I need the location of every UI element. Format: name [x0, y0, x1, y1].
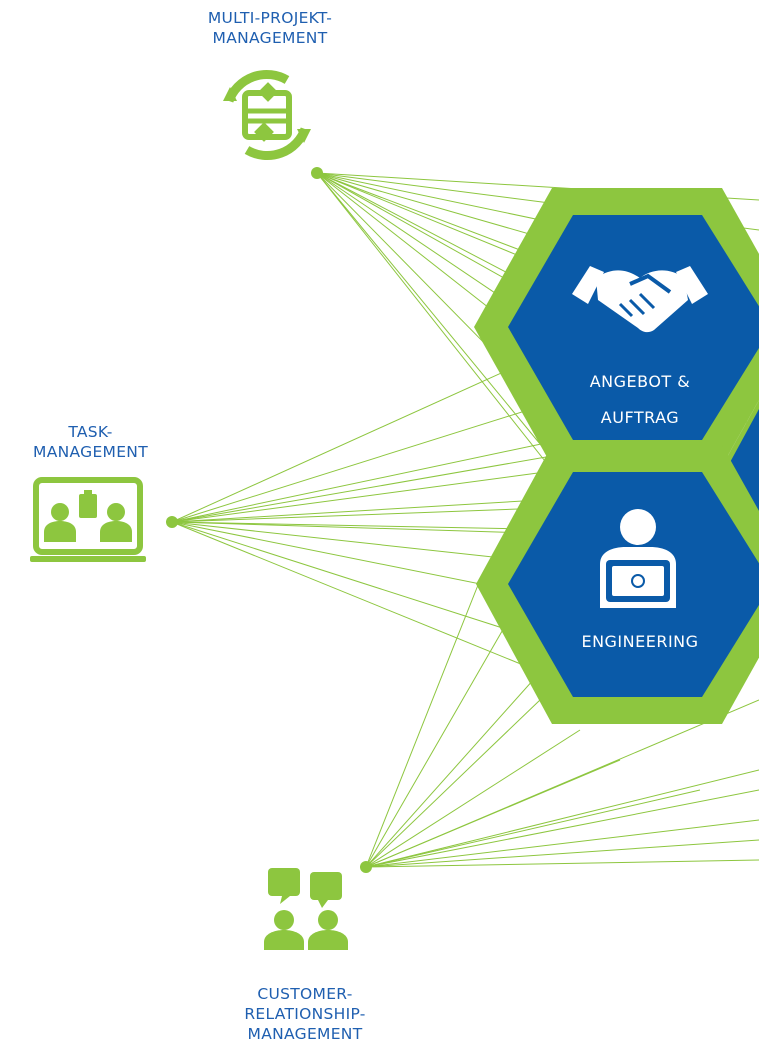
connector-line: [171, 359, 531, 523]
connector-line: [365, 699, 541, 868]
connector-line: [365, 789, 759, 868]
connector-line: [365, 599, 521, 868]
connector-line: [171, 469, 561, 523]
hexagon-angebot: [474, 188, 759, 466]
connector-line: [365, 729, 581, 868]
label-crm-line-3: MANAGEMENT: [247, 1025, 363, 1043]
connector-line: [365, 859, 759, 868]
connector-line: [365, 789, 701, 868]
connector-line: [365, 579, 481, 868]
label-crm: CUSTOMER- RELATIONSHIP- MANAGEMENT: [200, 984, 410, 1044]
connector-line: [365, 839, 759, 868]
connector-line: [316, 172, 541, 291]
hexagon-right-fill: [728, 409, 759, 523]
hexagon-angebot-label-line-2: AUFTRAG: [600, 408, 680, 427]
hexagon-engineering-label: ENGINEERING: [540, 624, 740, 660]
team-board-icon: [30, 477, 146, 562]
label-multi-projekt-line-1: MULTI-PROJEKT-: [207, 9, 333, 27]
hub-dot-multi-projekt: [311, 167, 323, 179]
engineer-laptop-icon: [600, 509, 676, 608]
hexagon-engineering-label-line-1: ENGINEERING: [581, 632, 699, 651]
connector-line: [365, 769, 759, 868]
connector-line: [316, 172, 561, 481]
connector-line: [365, 819, 759, 868]
connector-line: [316, 172, 521, 251]
hub-dot-task: [166, 516, 178, 528]
chat-people-icon: [264, 868, 348, 950]
connector-line: [171, 399, 561, 523]
label-task-line-2: MANAGEMENT: [33, 443, 148, 461]
label-task: TASK- MANAGEMENT: [8, 422, 173, 462]
connector-lines: [171, 172, 759, 868]
hexagon-angebot-label-line-1: ANGEBOT &: [589, 372, 691, 391]
connector-line: [171, 521, 521, 561]
label-crm-line-2: RELATIONSHIP-: [244, 1005, 366, 1023]
connector-line: [365, 699, 759, 868]
connector-line: [171, 521, 541, 641]
label-crm-line-1: CUSTOMER-: [257, 985, 353, 1003]
connector-line: [316, 172, 546, 451]
label-multi-projekt: MULTI-PROJEKT- MANAGEMENT: [180, 8, 360, 48]
connector-line: [171, 521, 561, 681]
handshake-icon: [572, 266, 708, 333]
label-multi-projekt-line-2: MANAGEMENT: [212, 29, 328, 47]
refresh-workflow-icon: [223, 69, 311, 161]
hexagon-angebot-label: ANGEBOT & AUFTRAG: [540, 364, 740, 436]
connector-line: [171, 499, 541, 523]
hexagon-angebot-fill: [508, 215, 759, 440]
hub-dot-crm: [360, 861, 372, 873]
connector-line: [171, 439, 561, 523]
connector-line: [365, 649, 561, 868]
label-task-line-1: TASK-: [68, 423, 113, 441]
